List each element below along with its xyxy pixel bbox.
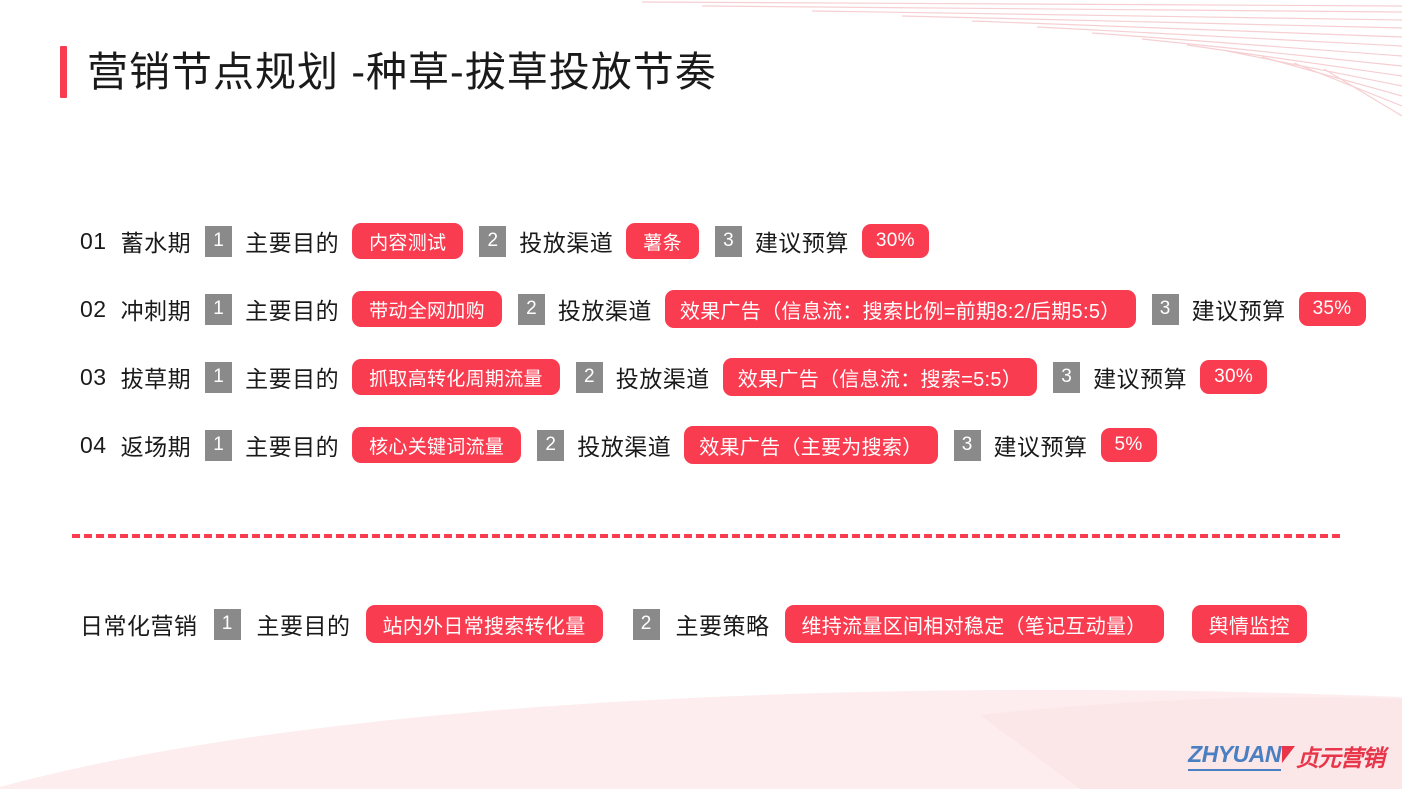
field-label: 主要目的 bbox=[245, 366, 340, 392]
field-label: 投放渠道 bbox=[615, 366, 710, 392]
field-value-pill[interactable]: 核心关键词流量 bbox=[352, 427, 522, 463]
phase-row: 02 冲刺期 1 主要目的 带动全网加购 2 投放渠道 效果广告（信息流：搜索比… bbox=[80, 286, 1366, 332]
step-badge: 3 bbox=[1053, 361, 1081, 393]
field-label: 主要目的 bbox=[245, 298, 340, 324]
step-badge: 2 bbox=[479, 225, 507, 257]
field-label: 建议预算 bbox=[754, 230, 849, 256]
field-label: 主要目的 bbox=[245, 434, 340, 460]
field-value-pill[interactable]: 内容测试 bbox=[352, 223, 464, 259]
field-label: 主要目的 bbox=[256, 613, 351, 639]
step-badge: 2 bbox=[537, 429, 565, 461]
field-value-pill[interactable]: 舆情监控 bbox=[1191, 605, 1307, 643]
title-text: 营销节点规划 -种草-拔草投放节奏 bbox=[87, 48, 717, 95]
phase-row: 01 蓄水期 1 主要目的 内容测试 2 投放渠道 薯条 3 建议预算 30% bbox=[80, 218, 1366, 264]
logo-en-text: ZHYUAN bbox=[1188, 741, 1281, 771]
field-label: 投放渠道 bbox=[519, 230, 614, 256]
step-badge: 3 bbox=[953, 429, 981, 461]
step-badge: 2 bbox=[575, 361, 603, 393]
phase-row: 04 返场期 1 主要目的 核心关键词流量 2 投放渠道 效果广告（主要为搜索）… bbox=[80, 422, 1366, 468]
step-badge: 1 bbox=[205, 361, 233, 393]
phase-name: 返场期 bbox=[120, 434, 192, 460]
phase-index: 03 bbox=[80, 363, 107, 390]
field-value-pill[interactable]: 带动全网加购 bbox=[352, 291, 502, 327]
budget-pill[interactable]: 30% bbox=[1200, 360, 1268, 394]
field-value-pill[interactable]: 效果广告（信息流：搜索比例=前期8:2/后期5:5） bbox=[664, 290, 1136, 328]
step-badge: 2 bbox=[517, 293, 545, 325]
decorative-rays bbox=[642, 1, 1402, 117]
field-value-pill[interactable]: 效果广告（主要为搜索） bbox=[684, 426, 938, 464]
logo-cn-text: 贞元营销 bbox=[1296, 745, 1385, 771]
field-label: 建议预算 bbox=[1191, 298, 1286, 324]
brand-logo: ZHYUAN 贞元营销 bbox=[1188, 739, 1385, 773]
field-value-pill[interactable]: 抓取高转化周期流量 bbox=[352, 359, 560, 395]
field-value-pill[interactable]: 薯条 bbox=[626, 223, 699, 259]
phase-name: 拔草期 bbox=[120, 366, 192, 392]
phase-name: 蓄水期 bbox=[120, 230, 192, 256]
logo-triangle-icon bbox=[1282, 746, 1295, 763]
field-label: 建议预算 bbox=[1093, 366, 1188, 392]
phase-name: 冲刺期 bbox=[120, 298, 192, 324]
field-value-pill[interactable]: 站内外日常搜索转化量 bbox=[365, 605, 603, 643]
phase-list: 01 蓄水期 1 主要目的 内容测试 2 投放渠道 薯条 3 建议预算 30% … bbox=[80, 218, 1366, 490]
field-label: 投放渠道 bbox=[557, 298, 652, 324]
phase-index: 04 bbox=[80, 431, 107, 458]
section-divider bbox=[72, 534, 1340, 538]
field-label: 建议预算 bbox=[993, 434, 1088, 460]
daily-marketing-row: 日常化营销 1 主要目的 站内外日常搜索转化量 2 主要策略 维持流量区间相对稳… bbox=[80, 605, 1335, 643]
budget-pill[interactable]: 30% bbox=[861, 224, 929, 258]
budget-pill[interactable]: 5% bbox=[1100, 428, 1157, 462]
field-value-pill[interactable]: 维持流量区间相对稳定（笔记互动量） bbox=[784, 605, 1164, 643]
field-value-pill[interactable]: 效果广告（信息流：搜索=5:5） bbox=[722, 358, 1038, 396]
phase-index: 01 bbox=[80, 227, 107, 254]
field-label: 主要策略 bbox=[675, 613, 770, 639]
page-title: 营销节点规划 -种草-拔草投放节奏 bbox=[60, 46, 717, 98]
phase-index: 02 bbox=[80, 295, 107, 322]
budget-pill[interactable]: 35% bbox=[1298, 292, 1366, 326]
step-badge: 1 bbox=[205, 429, 233, 461]
phase-row: 03 拔草期 1 主要目的 抓取高转化周期流量 2 投放渠道 效果广告（信息流：… bbox=[80, 354, 1366, 400]
step-badge: 1 bbox=[205, 225, 233, 257]
step-badge: 3 bbox=[714, 225, 742, 257]
step-badge: 1 bbox=[205, 293, 233, 325]
field-label: 主要目的 bbox=[245, 230, 340, 256]
step-badge: 2 bbox=[632, 608, 660, 640]
field-label: 投放渠道 bbox=[577, 434, 672, 460]
daily-marketing-name: 日常化营销 bbox=[80, 613, 198, 639]
step-badge: 1 bbox=[213, 608, 241, 640]
step-badge: 3 bbox=[1151, 293, 1179, 325]
title-accent-bar bbox=[60, 46, 67, 98]
